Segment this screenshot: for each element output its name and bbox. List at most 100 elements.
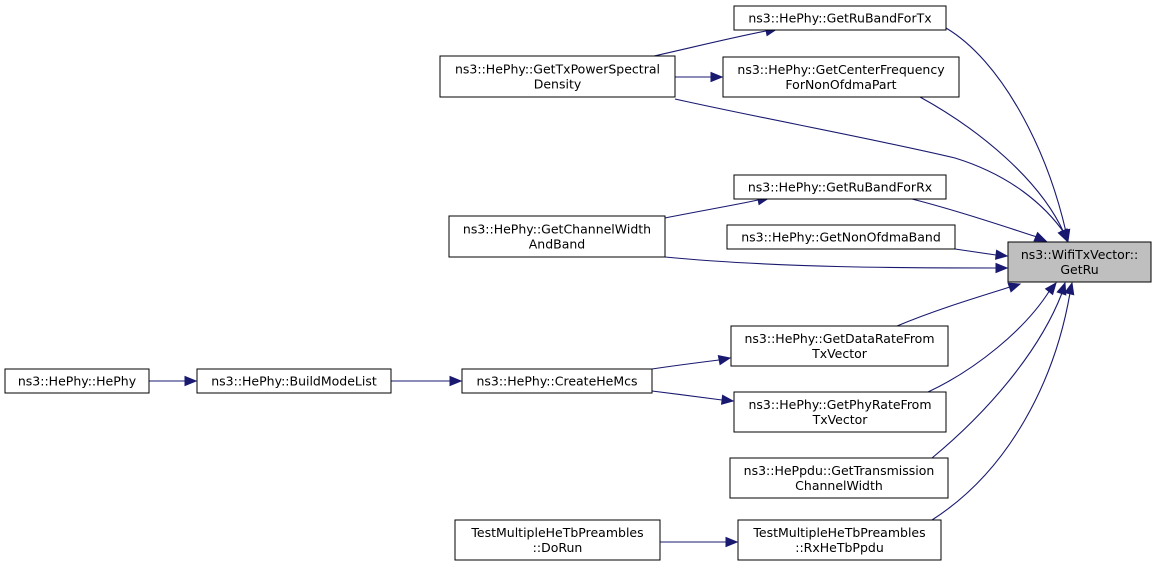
node-createhemcs[interactable]: ns3::HePhy::CreateHeMcs	[461, 368, 653, 394]
node-label-line: ns3::HePhy::GetTxPowerSpectral	[455, 62, 660, 77]
edge-arrowhead	[184, 375, 198, 387]
edge-txpsd-to-rubandtx	[653, 26, 779, 57]
node-label-line: ns3::HePhy::BuildModeList	[211, 374, 377, 389]
edge-line	[674, 98, 1066, 235]
edge-line	[931, 292, 1063, 459]
node-label-line: Density	[534, 77, 582, 92]
edge-buildmode-to-createhemcs	[391, 375, 463, 387]
node-label-line: ns3::HePhy::GetCenterFrequency	[737, 62, 945, 77]
edge-line	[653, 30, 767, 57]
edge-createhemcs-to-phyrate	[651, 390, 735, 405]
node-label-line: ns3::HePhy::CreateHeMcs	[476, 374, 637, 389]
nodes-layer: ns3::WifiTxVector::GetRu ns3::HePhy::GetR…	[4, 5, 1152, 561]
edge-line	[651, 359, 720, 370]
node-buildmode[interactable]: ns3::HePhy::BuildModeList	[196, 368, 392, 394]
edge-arrowhead	[994, 249, 1009, 260]
node-label-line: TestMultipleHeTbPreambles	[470, 525, 643, 540]
edge-rubandrx-to-getru	[911, 198, 1048, 242]
edge-arrowhead	[995, 262, 1009, 274]
node-hephy[interactable]: ns3::HePhy::HePhy	[4, 368, 150, 394]
edge-phyrate-to-getru	[927, 281, 1057, 393]
node-label-line: ns3::HePhy::GetDataRateFrom	[744, 331, 934, 346]
edge-line	[911, 198, 1038, 238]
node-box	[733, 174, 947, 200]
edge-hephy-to-buildmode	[149, 375, 198, 387]
node-label-line: ns3::HePhy::GetNonOfdmaBand	[741, 230, 941, 245]
node-label-line: TestMultipleHeTbPreambles	[752, 525, 925, 540]
edge-line	[664, 256, 997, 269]
edge-arrowhead	[1033, 231, 1048, 242]
edge-arrowhead	[1064, 281, 1075, 296]
edge-arrowhead	[449, 375, 463, 387]
edge-line	[945, 27, 1067, 233]
edge-createhemcs-to-datarate	[651, 355, 732, 370]
edge-chwidthband-to-getru	[664, 256, 1009, 274]
edge-transwidth-to-getru	[931, 281, 1067, 459]
node-label-line: GetRu	[1060, 262, 1098, 277]
node-box	[454, 519, 661, 561]
node-label-line: TxVector	[812, 412, 869, 427]
node-rxhetb[interactable]: TestMultipleHeTbPreambles::RxHeTbPpdu	[737, 519, 942, 561]
node-label-line: ns3::HePhy::GetPhyRateFrom	[748, 397, 931, 412]
node-box	[1007, 241, 1152, 283]
node-nonofdma[interactable]: ns3::HePhy::GetNonOfdmaBand	[726, 224, 956, 250]
edge-arrowhead	[1044, 281, 1057, 296]
node-box	[461, 368, 653, 394]
node-label-line: ns3::HePpdu::GetTransmission	[744, 463, 935, 478]
node-label-line: ns3::WifiTxVector::	[1021, 247, 1138, 262]
edges-layer	[149, 26, 1075, 548]
edge-line	[954, 248, 997, 256]
node-dorun[interactable]: TestMultipleHeTbPreambles::DoRun	[454, 519, 661, 561]
edge-arrowhead	[710, 71, 724, 83]
node-box	[439, 55, 676, 98]
edge-txpsd-to-centerfreq	[675, 71, 724, 83]
node-label-line: ChannelWidth	[795, 478, 883, 493]
node-label-line: ::DoRun	[533, 540, 583, 555]
node-box	[4, 368, 150, 394]
node-box	[730, 325, 949, 367]
node-box	[733, 5, 947, 31]
edge-line	[664, 199, 759, 219]
node-getru[interactable]: ns3::WifiTxVector::GetRu	[1007, 241, 1152, 283]
edge-line	[927, 289, 1051, 393]
edge-nonofdma-to-getru	[954, 248, 1009, 260]
edge-line	[931, 292, 1071, 521]
node-label-line: ForNonOfdmaPart	[785, 77, 896, 92]
node-box	[729, 457, 949, 499]
node-box	[733, 391, 947, 433]
edge-txpsd-to-getru	[674, 98, 1069, 243]
node-box	[737, 519, 942, 561]
node-label-line: AndBand	[529, 237, 586, 252]
node-rubandrx[interactable]: ns3::HePhy::GetRuBandForRx	[733, 174, 947, 200]
edge-arrowhead	[1007, 282, 1022, 293]
node-box	[448, 215, 666, 258]
node-label-line: TxVector	[811, 346, 868, 361]
edge-line	[896, 286, 1011, 327]
node-box	[722, 56, 960, 98]
node-centerfreq[interactable]: ns3::HePhy::GetCenterFrequencyForNonOfdm…	[722, 56, 960, 98]
edge-arrowhead	[720, 394, 735, 405]
edge-line	[651, 390, 723, 401]
edge-arrowhead	[1057, 228, 1068, 243]
node-box	[196, 368, 392, 394]
edge-datarate-to-getru	[896, 282, 1022, 327]
edge-centerfreq-to-getru	[919, 96, 1068, 243]
node-box	[726, 224, 956, 250]
edge-rxhetb-to-getru	[931, 281, 1075, 521]
node-label-line: ::RxHeTbPpdu	[795, 540, 884, 555]
edge-arrowhead	[1056, 281, 1067, 296]
node-label-line: ns3::HePhy::GetRuBandForTx	[748, 11, 931, 26]
edge-arrowhead	[725, 536, 739, 548]
edge-dorun-to-rxhetb	[660, 536, 739, 548]
edge-line	[919, 96, 1065, 234]
node-label-line: ns3::HePhy::GetRuBandForRx	[748, 180, 932, 195]
node-label-line: ns3::HePhy::HePhy	[18, 374, 137, 389]
node-rubandtx[interactable]: ns3::HePhy::GetRuBandForTx	[733, 5, 947, 31]
edge-arrowhead	[717, 355, 732, 366]
